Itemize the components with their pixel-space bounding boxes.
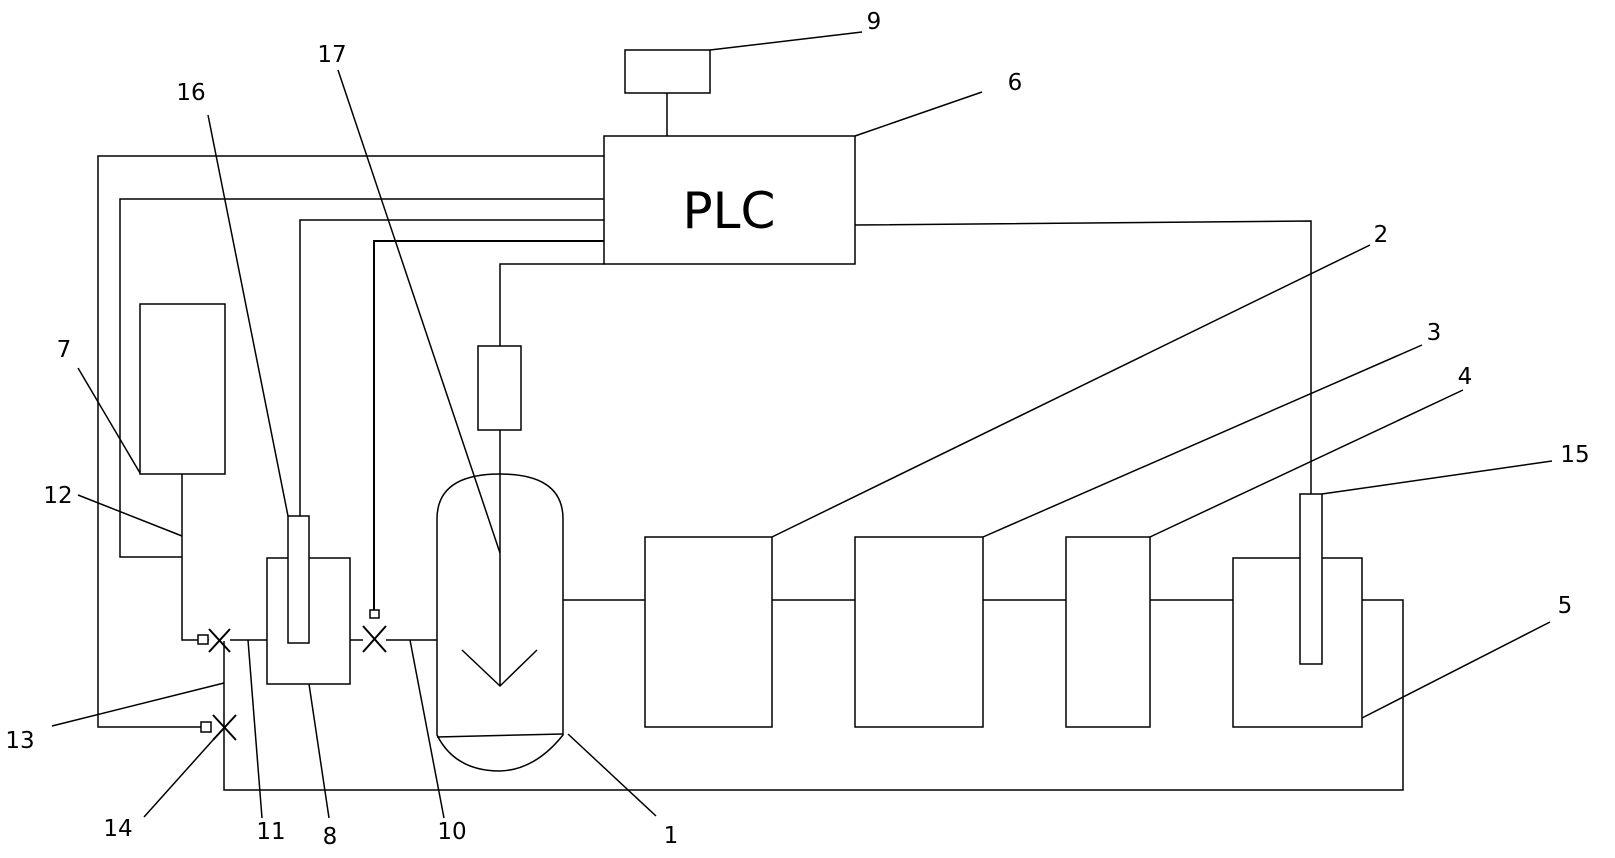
label-8: 8 [323,824,338,850]
agitator-motor [477,345,522,431]
storage-tank-7 [139,303,226,475]
label-13: 13 [5,728,34,754]
label-9: 9 [867,9,882,35]
reference-numerals: 1 2 3 4 5 6 7 8 9 10 11 12 13 14 15 16 1… [5,9,1589,850]
leader-10 [409,639,445,819]
label-12: 12 [43,483,72,509]
label-1: 1 [664,823,679,849]
sensor-15 [1299,493,1323,665]
leader-17 [337,69,501,554]
leader-3 [982,344,1423,538]
leader-16 [207,114,289,517]
valve-11 [197,628,231,653]
leader-2 [771,244,1371,538]
plc-controller [603,135,856,265]
pipe-return-loop [223,599,1404,791]
label-15: 15 [1560,442,1589,468]
process-piping [181,474,1404,791]
wire-plc-to-sensor-16 [299,219,604,516]
label-3: 3 [1427,320,1442,346]
label-2: 2 [1374,222,1389,248]
leader-7 [77,367,141,474]
leader-15 [1321,460,1553,495]
label-6: 6 [1008,70,1023,96]
leader-11 [247,639,263,819]
leader-14 [143,739,214,818]
leader-lines [51,31,1553,819]
leader-12 [77,494,183,537]
label-5: 5 [1558,593,1573,619]
wire-plc-to-motor [499,263,604,346]
pipe-tank7-to-valve11 [181,474,209,641]
leader-4 [1149,389,1464,538]
leader-13 [51,682,225,727]
label-14: 14 [103,816,132,842]
control-wiring [97,93,1312,728]
display-unit-9 [624,49,711,94]
wire-plc-to-valve-10 [373,240,604,615]
label-10: 10 [437,819,466,845]
wire-plc-to-valve-14 [97,155,604,728]
unit-4 [1065,536,1151,728]
label-7: 7 [57,337,72,363]
leader-6 [854,91,983,137]
unit-5 [1232,557,1363,728]
agitator-blade [461,649,538,688]
sensor-16 [287,515,310,644]
label-17: 17 [317,42,346,68]
wire-plc-to-junction-12 [119,198,604,558]
label-16: 16 [176,80,205,106]
plc-label: PLC [683,182,776,240]
valve-10 [362,609,387,653]
leader-5 [1361,621,1551,719]
unit-2 [644,536,773,728]
reactor-bottom-line [436,733,564,738]
unit-3 [854,536,984,728]
label-4: 4 [1458,364,1473,390]
leader-1 [567,733,657,817]
valve-14 [200,714,237,741]
leader-9 [709,31,863,51]
label-11: 11 [256,819,285,845]
wire-plc-to-sensor-15 [854,220,1312,494]
leader-8 [308,683,330,819]
